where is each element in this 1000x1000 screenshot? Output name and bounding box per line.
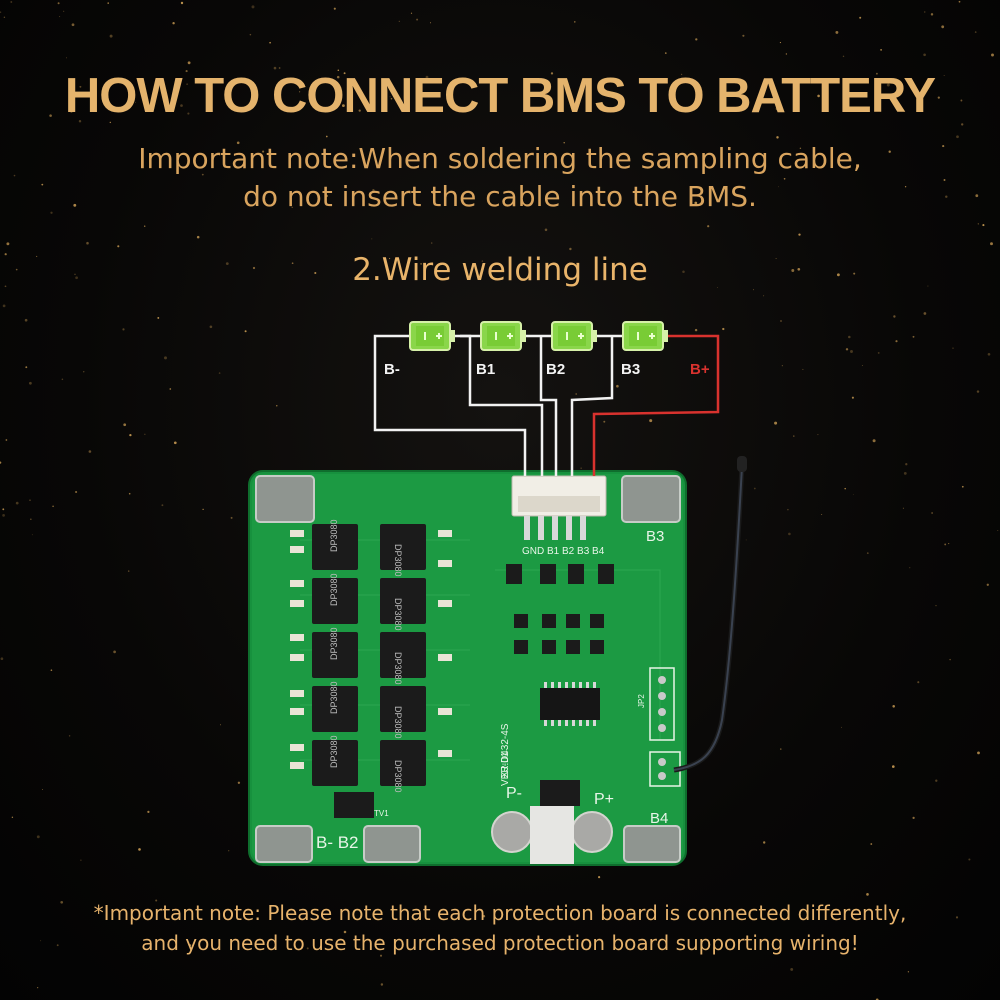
p-minus-mosfet — [540, 780, 580, 806]
wire-b-minus — [373, 334, 527, 476]
smd-resistors — [290, 530, 452, 769]
mosfet-marking: DP3080 — [393, 598, 403, 631]
label-b3: B3 — [621, 361, 640, 378]
important-note: Important note:When soldering the sampli… — [0, 140, 1000, 216]
battery-icon — [551, 321, 597, 351]
pad-b4-label: B4 — [650, 810, 668, 827]
mosfet-marking: DP3080 — [329, 735, 339, 768]
mosfet-marking: DP3080 — [329, 681, 339, 714]
page-title: HOW TO CONNECT BMS TO BATTERY — [64, 69, 936, 123]
pad-p-minus-label: P- — [506, 785, 522, 802]
label-b1: B1 — [476, 361, 495, 378]
pad-top-left — [255, 475, 315, 523]
mosfet-marking: DP3080 — [393, 706, 403, 739]
battery-cells — [409, 321, 668, 351]
pad-b4 — [623, 825, 681, 863]
mosfet-column-right: DP3080 DP3080 DP3080 DP3080 DP3080 — [380, 524, 426, 793]
wire-b-plus — [592, 334, 720, 476]
important-note-line-2: do not insert the cable into the BMS. — [243, 180, 757, 213]
pad-b3 — [621, 475, 681, 523]
bms-board: B3 B4 B- B2 DP3080 DP3080 DP3080 DP3080 … — [248, 470, 687, 866]
pad-bminus-b2-label: B- B2 — [316, 833, 359, 852]
mosfet-marking: DP3080 — [329, 519, 339, 552]
wire-b3 — [570, 336, 614, 476]
important-note-line-1: Important note:When soldering the sampli… — [138, 142, 862, 175]
mosfet-marking: DP3080 — [393, 760, 403, 793]
mosfet-marking: DP3080 — [393, 544, 403, 577]
p-plus-pad — [571, 811, 613, 853]
jp2-header — [649, 667, 675, 741]
battery-icon — [622, 321, 668, 351]
sampling-connector — [511, 475, 607, 540]
battery-icon — [409, 321, 455, 351]
mosfet-column-left: DP3080 DP3080 DP3080 DP3080 DP3080 — [312, 519, 358, 786]
pad-p-plus-label: P+ — [594, 791, 614, 808]
jp2-label: JP2 — [637, 694, 646, 708]
output-wire-sleeve — [530, 806, 574, 864]
step-title: 2.Wire welding line — [352, 252, 648, 288]
footer-note-line-2: and you need to use the purchased protec… — [141, 931, 859, 955]
pad-bminus — [255, 825, 313, 863]
label-b-minus: B- — [384, 361, 400, 378]
connector-pin-labels: GND B1 B2 B3 B4 — [522, 546, 605, 557]
protection-ic — [540, 688, 600, 720]
sot-transistors — [506, 564, 614, 654]
label-b-plus: B+ — [690, 361, 710, 378]
mosfet-marking: DP3080 — [329, 573, 339, 606]
tvs-diode — [334, 792, 374, 818]
footer-note: *Important note: Please note that each p… — [0, 898, 1000, 958]
ic-pins — [544, 682, 596, 726]
p-minus-pad — [491, 811, 533, 853]
mosfet-marking: DP3080 — [393, 652, 403, 685]
tv-label: TV1 — [374, 809, 389, 818]
battery-icon — [480, 321, 526, 351]
sampling-wires — [373, 334, 720, 476]
wire-b1 — [460, 334, 544, 476]
board-version: VER:01 — [500, 751, 511, 786]
label-b2: B2 — [546, 361, 565, 378]
pad-b3-label: B3 — [646, 528, 664, 545]
thermistor-tip — [737, 456, 747, 472]
board-model: XJ-D432-4S — [500, 723, 511, 778]
pad-b2 — [363, 825, 421, 863]
footer-note-line-1: *Important note: Please note that each p… — [93, 901, 907, 925]
mosfet-marking: DP3080 — [329, 627, 339, 660]
wire-b2 — [539, 336, 558, 476]
